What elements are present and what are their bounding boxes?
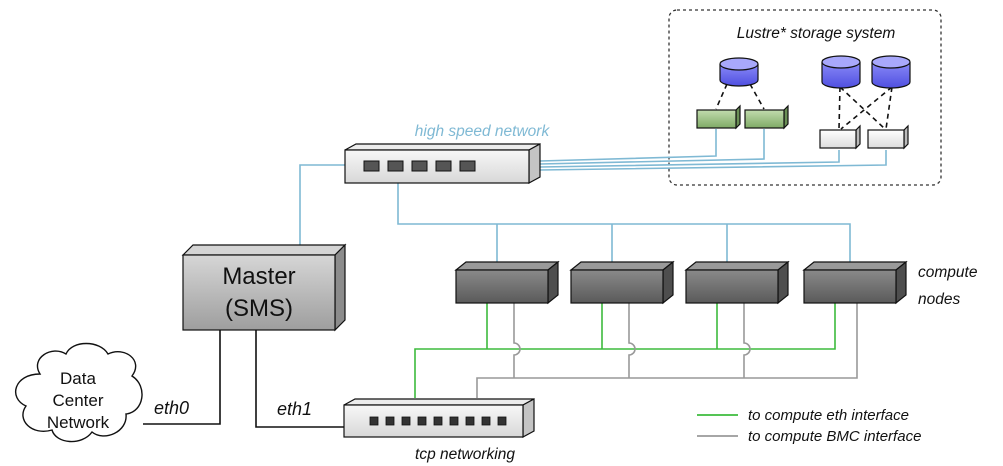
storage-server-green-2 <box>744 104 789 130</box>
storage-disk-3 <box>871 55 911 89</box>
eth0-label: eth0 <box>154 398 189 418</box>
legend-bmc-label: to compute BMC interface <box>748 428 921 445</box>
storage-server-white-1 <box>819 124 861 150</box>
cloud-label-line2: Center <box>52 391 103 410</box>
master-ethernet-links <box>143 330 344 428</box>
storage-system-title: Lustre* storage system <box>737 25 896 42</box>
eth1-label: eth1 <box>277 399 312 419</box>
compute-nodes-label-line1: compute <box>918 264 978 281</box>
storage-server-white-2 <box>867 124 909 150</box>
data-center-cloud-icon <box>15 342 143 443</box>
eth-interface-links <box>414 303 836 398</box>
bmc-interface-links <box>476 303 858 398</box>
master-server <box>181 243 347 332</box>
tcp-networking-label: tcp networking <box>415 446 515 463</box>
compute-node-4 <box>802 260 908 305</box>
compute-node-1 <box>454 260 560 305</box>
storage-dashed-links <box>715 83 893 130</box>
cloud-label-line3: Network <box>47 413 110 432</box>
compute-node-2 <box>569 260 675 305</box>
legend-eth-label: to compute eth interface <box>748 407 909 424</box>
tcp-switch <box>343 397 535 439</box>
high-speed-network-links <box>299 129 887 262</box>
compute-node-3 <box>684 260 790 305</box>
compute-nodes-label-line2: nodes <box>918 291 960 308</box>
high-speed-switch <box>344 142 541 185</box>
storage-disk-1 <box>719 57 759 87</box>
master-label-line2: (SMS) <box>225 295 293 322</box>
storage-system-boundary <box>668 9 942 186</box>
storage-disk-2 <box>821 55 861 89</box>
storage-server-green-1 <box>696 104 741 130</box>
legend: to compute eth interface to compute BMC … <box>697 407 921 445</box>
cloud-label-line1: Data <box>60 369 96 388</box>
master-label-line1: Master <box>222 263 295 290</box>
high-speed-network-label: high speed network <box>415 123 551 140</box>
